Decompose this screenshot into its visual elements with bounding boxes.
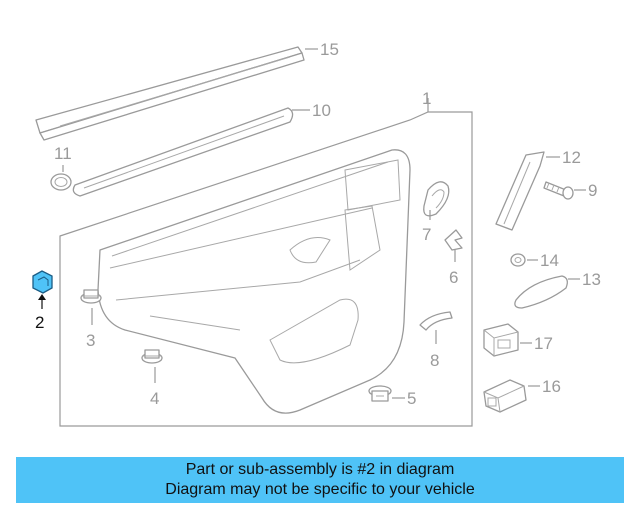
callout-6: 6 xyxy=(449,268,458,287)
callout-11: 11 xyxy=(54,144,72,163)
parts-diagram: 15 10 11 1 2 3 xyxy=(32,40,601,427)
part-1-door-trim-panel xyxy=(59,111,473,427)
part-5-clip xyxy=(368,385,392,402)
part-2-clip-highlighted xyxy=(32,270,53,294)
callout-8: 8 xyxy=(430,351,439,370)
part-10-belt-molding xyxy=(72,107,294,197)
callout-12: 12 xyxy=(562,148,581,167)
callout-7: 7 xyxy=(422,225,431,244)
part-8-seal xyxy=(419,311,453,331)
callout-17: 17 xyxy=(534,334,553,353)
part-7-bezel xyxy=(423,181,450,217)
callout-5: 5 xyxy=(407,389,416,408)
callout-4: 4 xyxy=(150,389,159,408)
banner-line-1: Part or sub-assembly is #2 in diagram xyxy=(185,461,455,478)
callout-13: 13 xyxy=(582,270,601,289)
banner-line-2: Diagram may not be specific to your vehi… xyxy=(165,481,475,498)
callout-14: 14 xyxy=(540,251,559,270)
part-12-handle-trim xyxy=(495,151,545,231)
callout-10: 10 xyxy=(312,101,331,120)
part-15-molding-strip xyxy=(35,46,305,141)
info-banner: Part or sub-assembly is #2 in diagram Di… xyxy=(16,457,624,503)
part-4-push-fastener xyxy=(141,349,163,364)
part-14-nut xyxy=(510,253,526,267)
callout-3: 3 xyxy=(86,331,95,350)
part-6-bracket xyxy=(444,229,463,251)
part-16-switch-housing xyxy=(483,379,527,413)
leader-2-arrowhead xyxy=(38,294,46,300)
callout-15: 15 xyxy=(320,40,339,59)
part-3-push-fastener xyxy=(80,289,102,304)
callout-2: 2 xyxy=(35,313,44,332)
part-9-screw xyxy=(543,181,574,200)
part-11-grommet xyxy=(50,173,72,191)
part-17-switch xyxy=(483,323,519,357)
callout-16: 16 xyxy=(542,377,561,396)
part-13-cover xyxy=(514,275,568,309)
callout-9: 9 xyxy=(588,181,597,200)
callout-1: 1 xyxy=(422,89,431,108)
